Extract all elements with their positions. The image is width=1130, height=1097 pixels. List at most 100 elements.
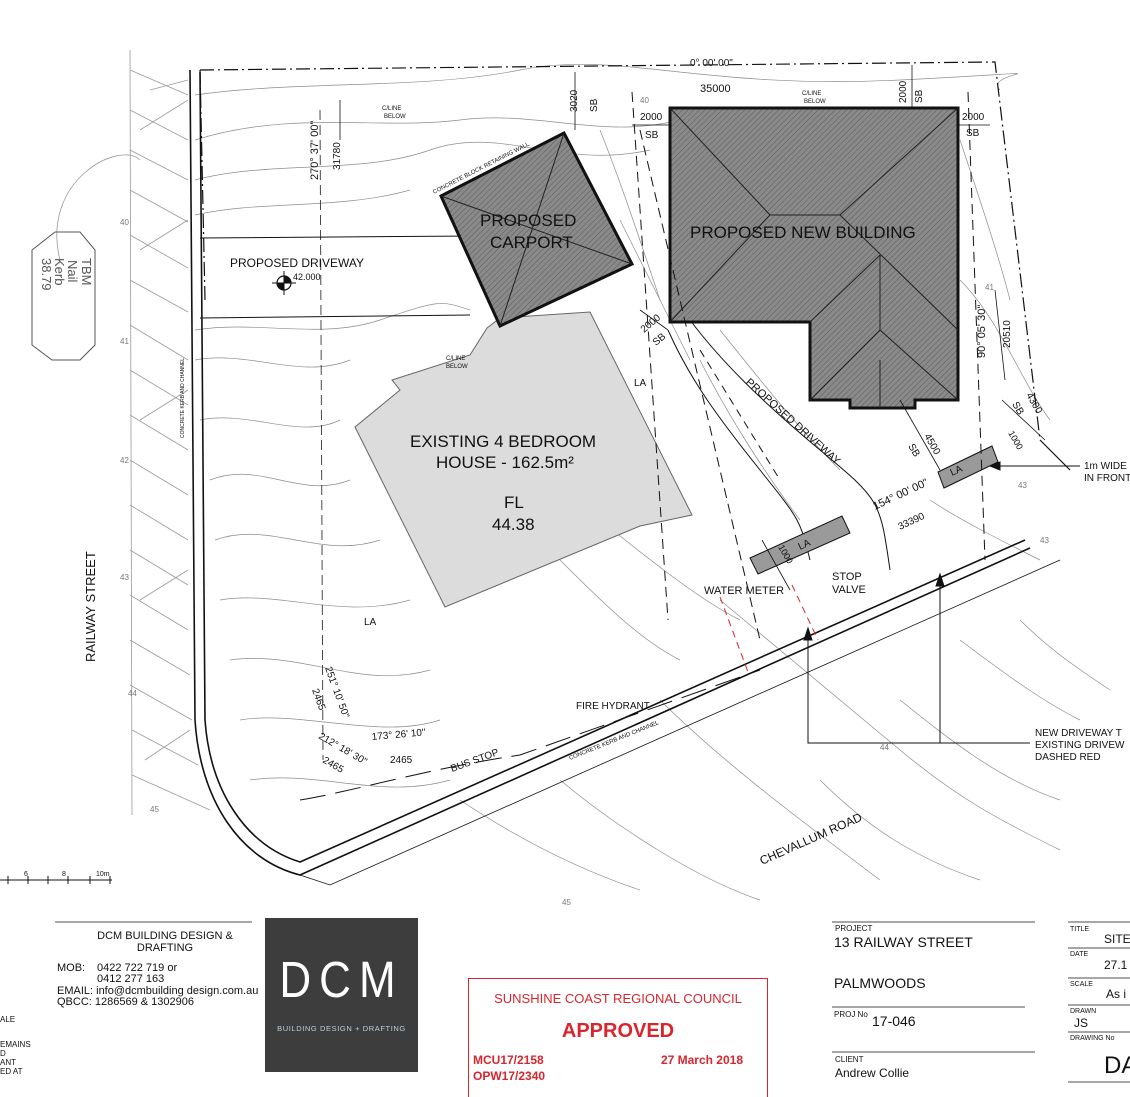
scale-tick: 6 (24, 871, 28, 878)
client-name: Andrew Collie (835, 1066, 910, 1080)
label-fl: FL (504, 493, 524, 512)
contour-label: 43 (120, 573, 129, 582)
curve-bearing-3: 173° 26' 10" (371, 727, 426, 743)
stamp-council: SUNSHINE COAST REGIONAL COUNCIL (494, 991, 742, 1006)
curve-dim-2: 2465 (321, 755, 346, 776)
label-la: LA (797, 537, 813, 552)
label-level: 42.000 (293, 272, 321, 282)
proj-no: 17-046 (872, 1013, 916, 1029)
curve-dim-3: 2465 (390, 755, 413, 766)
label-chevallum-road: CHEVALLUM ROAD (758, 810, 865, 868)
dim-right-bearing: 90° 05' 30" (976, 305, 988, 358)
scale-tick: 8 (62, 871, 66, 878)
tbm-outline (31, 231, 96, 361)
contour-label: 44 (880, 743, 889, 752)
logo-subtitle: BUILDING DESIGN + DRAFTING (277, 1024, 406, 1033)
contour-label: 42 (120, 456, 129, 465)
left-note-line: D (0, 1049, 6, 1058)
existing-house (354, 311, 693, 608)
contour-label: 41 (120, 337, 129, 346)
company-mob-2: 0412 277 163 (97, 973, 165, 985)
sb-2000-top-right: 2000 (898, 80, 909, 103)
sb-label: SB (1009, 400, 1025, 417)
contour-label: 45 (562, 898, 571, 907)
sb-4500: 4500 (921, 432, 942, 457)
scale-label: SCALE (1070, 981, 1093, 988)
label-existing-1: EXISTING 4 BEDROOM (410, 432, 596, 451)
stamp-ref-1: MCU17/2158 (473, 1053, 544, 1067)
sb-2000-top-left: 2000 (640, 112, 663, 123)
sb-label: SB (645, 130, 659, 141)
scale-tick: 10m (96, 871, 110, 878)
red-driveway-lines (719, 584, 819, 673)
landscape-strips (749, 445, 999, 575)
contour-label: 45 (150, 805, 159, 814)
label-existing-2: HOUSE - 162.5m² (436, 453, 574, 472)
sb-label: SB (905, 442, 921, 459)
label-stop-valve-2: VALVE (832, 584, 866, 596)
label-la: LA (634, 378, 647, 389)
label-stop-valve-1: STOP (832, 571, 862, 583)
road-edges (189, 69, 1061, 886)
drawing-no: DA (1104, 1052, 1130, 1079)
logo-text: DCM (279, 952, 404, 1009)
company-qbcc: QBCC: 1286569 & 1302906 (57, 996, 194, 1008)
label-cline-2: BELOW (446, 364, 468, 370)
bearing-top: 0° 00' 00" (690, 58, 733, 69)
title-value: SITE (1104, 932, 1130, 946)
label-cline-1: C/LINE (382, 106, 401, 112)
contour-label: 44 (128, 689, 137, 698)
label-cline-2: BELOW (384, 114, 406, 120)
contour-label: 40 (120, 218, 129, 227)
proposed-new-building (668, 106, 960, 410)
level-benchmark-icon (272, 271, 296, 295)
label-carport-1: PROPOSED (480, 211, 576, 230)
date-label: DATE (1070, 951, 1089, 958)
sb-label: SB (966, 128, 980, 139)
label-la: LA (949, 463, 965, 478)
company-mob-label: MOB: (57, 962, 86, 974)
stamp-date: 27 March 2018 (660, 1053, 743, 1067)
stamp-status: APPROVED (561, 1020, 675, 1042)
label-bus-stop: BUS STOP (449, 747, 500, 775)
sb-label: SB (651, 331, 669, 348)
left-note-line: ALE (0, 1015, 16, 1024)
label-tbm-2: Nail (65, 260, 80, 283)
title-label: TITLE (1070, 926, 1090, 933)
label-cline-1: C/LINE (802, 91, 821, 97)
label-water-meter: WATER METER (704, 585, 784, 597)
label-fire-hydrant: FIRE HYDRANT (576, 701, 650, 712)
label-new-building: PROPOSED NEW BUILDING (690, 223, 916, 242)
label-railway-street: RAILWAY STREET (83, 551, 98, 662)
label-tbm-4: 38.79 (39, 258, 54, 291)
note-driveway-1: NEW DRIVEWAY T (1035, 728, 1122, 739)
contour-label: 43 (1018, 481, 1027, 490)
left-note-line: ED AT (0, 1067, 23, 1076)
dim-left-bearing: 270° 37' 00" (309, 121, 321, 180)
dcm-logo: DCM BUILDING DESIGN + DRAFTING (265, 918, 418, 1072)
sb-1000-right: 1000 (1006, 429, 1025, 451)
dim-left: 31780 (332, 142, 343, 170)
setback-lines (631, 91, 986, 641)
note-driveway-3: DASHED RED (1035, 752, 1101, 763)
label-tbm-1: TBM (79, 258, 94, 285)
dim-right: 20510 (1002, 320, 1013, 348)
label-kerb-bottom: CONCRETE KERB AND CHANNEL (569, 720, 661, 762)
stamp-ref-2: OPW17/2340 (473, 1069, 546, 1083)
contour-lines (194, 63, 1111, 901)
proj-no-label: PROJ No (834, 1010, 868, 1019)
scale-bar (0, 876, 112, 884)
company-name-line-1: DCM BUILDING DESIGN & (97, 930, 233, 942)
railway-street-hatching (56, 49, 211, 816)
company-email: EMAIL: info@dcmbuilding design.com.au (57, 985, 259, 997)
sb-label: SB (589, 98, 600, 112)
dim-front-bearing: 154° 00' 00" (871, 477, 930, 513)
dim-front: 33390 (897, 511, 927, 533)
project-label: PROJECT (835, 924, 873, 933)
contour-label: 41 (985, 283, 994, 292)
company-mob-1: 0422 722 719 or (97, 962, 178, 974)
scale-value: As i (1106, 987, 1127, 1001)
company-name-line-2: DRAFTING (136, 942, 194, 954)
proposed-driveway-right (667, 319, 891, 571)
